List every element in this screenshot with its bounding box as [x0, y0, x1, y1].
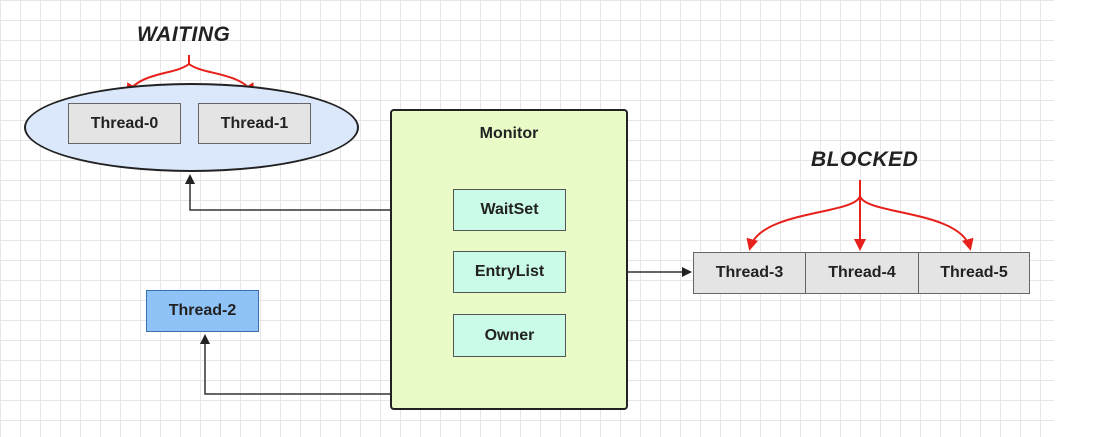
entrylist-slot: EntryList	[453, 251, 566, 293]
thread-4-box: Thread-4	[805, 252, 919, 294]
thread-5-box: Thread-5	[918, 252, 1030, 294]
blocked-title: BLOCKED	[811, 148, 919, 171]
waitset-connector	[185, 174, 453, 211]
thread-0-box: Thread-0	[68, 103, 181, 144]
blocked-fork-arrows	[746, 180, 974, 251]
owner-slot: Owner	[453, 314, 566, 357]
thread-1-box: Thread-1	[198, 103, 311, 144]
waitset-slot: WaitSet	[453, 189, 566, 231]
monitor-title: Monitor	[479, 125, 539, 142]
thread-3-box: Thread-3	[693, 252, 806, 294]
waiting-title: WAITING	[137, 23, 231, 46]
thread-2-box: Thread-2	[146, 290, 259, 332]
